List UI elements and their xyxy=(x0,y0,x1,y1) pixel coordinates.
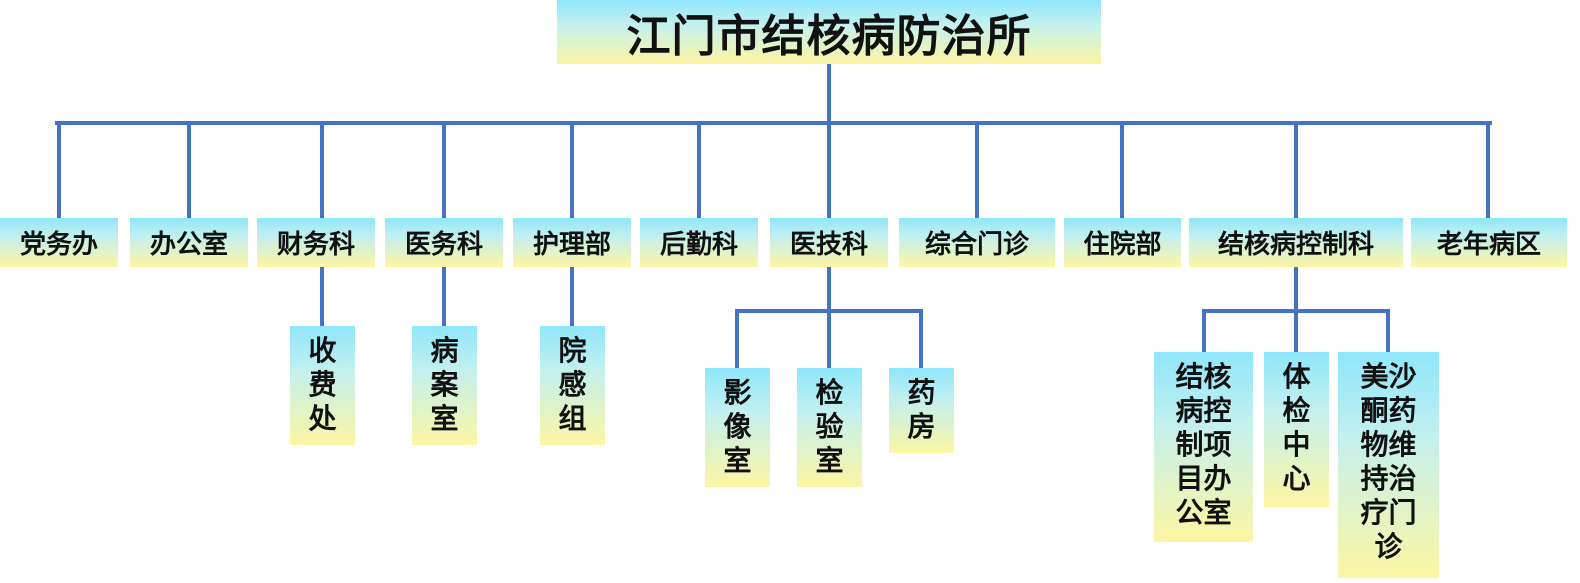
subunit-label: 体检中心 xyxy=(1282,360,1311,495)
connector-group xyxy=(55,62,1492,370)
dept-label: 党务办 xyxy=(19,230,98,260)
dept-box-bangongshi: 办公室 xyxy=(130,218,248,267)
dept-box-jiehebing-kongzhike: 结核病控制科 xyxy=(1189,218,1403,267)
dept-box-zhuyuanbu: 住院部 xyxy=(1064,218,1181,267)
subunit-label: 检验室 xyxy=(815,376,844,477)
subunit-box-tijian-zhongxin: 体检中心 xyxy=(1264,352,1329,507)
dept-box-yiwuke: 医务科 xyxy=(385,218,503,267)
dept-label: 住院部 xyxy=(1083,230,1162,260)
org-title: 江门市结核病防治所 xyxy=(557,0,1101,64)
dept-label: 护理部 xyxy=(532,230,611,260)
subunit-label: 院感组 xyxy=(558,334,587,435)
subunit-box-yaofang: 药房 xyxy=(889,368,954,453)
subunit-box-bing-anshi: 病案室 xyxy=(412,326,477,445)
dept-label: 办公室 xyxy=(149,230,228,260)
subunit-box-shoufeichu: 收费处 xyxy=(290,326,355,445)
subunit-box-jianyanshi: 检验室 xyxy=(797,368,862,487)
dept-box-dangwuban: 党务办 xyxy=(0,218,118,267)
dept-box-laonian-bingqu: 老年病区 xyxy=(1411,218,1567,267)
dept-label: 老年病区 xyxy=(1436,230,1541,260)
dept-box-caiwuke: 财务科 xyxy=(257,218,375,267)
dept-box-houqinke: 后勤科 xyxy=(640,218,758,267)
subunit-box-meishatong-menzhen: 美沙酮药物维持治疗门诊 xyxy=(1338,352,1439,578)
dept-label: 后勤科 xyxy=(659,230,738,260)
org-title-text: 江门市结核病防治所 xyxy=(626,11,1032,62)
dept-label: 综合门诊 xyxy=(924,230,1029,260)
subunit-box-yuanganzu: 院感组 xyxy=(540,326,605,445)
dept-label: 医务科 xyxy=(404,230,483,260)
subunit-label: 影像室 xyxy=(723,376,752,477)
dept-label: 财务科 xyxy=(276,230,355,260)
dept-label: 结核病控制科 xyxy=(1217,230,1374,260)
subunit-label: 美沙酮药物维持治疗门诊 xyxy=(1360,360,1417,563)
dept-label: 医技科 xyxy=(789,230,868,260)
subunit-box-xiangmu-bangongshi: 结核病控制项目办公室 xyxy=(1154,352,1253,542)
subunit-label: 病案室 xyxy=(430,334,459,435)
dept-box-zonghemenzhen: 综合门诊 xyxy=(899,218,1055,267)
subunit-label: 结核病控制项目办公室 xyxy=(1175,360,1232,529)
subunit-label: 收费处 xyxy=(308,334,337,435)
dept-box-hulibu: 护理部 xyxy=(513,218,631,267)
dept-box-yijike: 医技科 xyxy=(770,218,888,267)
subunit-box-yingxiangshi: 影像室 xyxy=(705,368,770,487)
subunit-label: 药房 xyxy=(907,376,936,443)
